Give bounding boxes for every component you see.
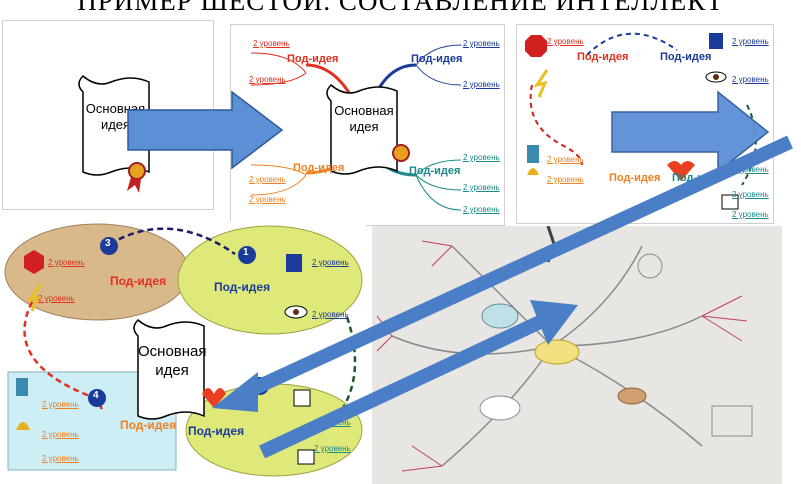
level2-label: 2 уровень: [547, 155, 584, 164]
sub-idea-label: Под-идея: [214, 280, 270, 294]
badge-3: 3: [105, 238, 111, 249]
panel-colored-clusters: 3 1 4 2 2 уровень 2 уровень Под-идея 2 у…: [2, 222, 366, 480]
level2-label: 2 уровень: [314, 444, 351, 453]
main-idea-line2: идея: [101, 117, 130, 132]
main-idea-line2: идея: [349, 119, 378, 134]
central-idea-sketch: [535, 340, 579, 364]
sub-idea-label: Под-идея: [660, 51, 711, 63]
level2-label: 2 уровень: [732, 37, 769, 46]
sub-idea-label: Под-идея: [188, 424, 244, 438]
level2-label: 2 уровень: [463, 80, 500, 89]
badge-4: 4: [93, 390, 99, 401]
floppy-icon: [286, 254, 302, 272]
sub-idea-label: Под-идея: [409, 165, 460, 177]
level2-label: 2 уровень: [42, 454, 79, 463]
book-icon: [16, 378, 28, 396]
level2-label: 2 уровень: [732, 210, 769, 219]
main-idea-line1: Основная: [138, 343, 207, 360]
sub-idea-label: Под-идея: [110, 274, 166, 288]
panel-with-icons: Под-идея Под-идея 2 уровень 2 уровень 2 …: [516, 24, 774, 224]
stop-icon: [525, 35, 547, 57]
level2-label: 2 уровень: [249, 175, 286, 184]
level2-label: 2 уровень: [463, 153, 500, 162]
sub-idea-label: Под-идея: [293, 162, 344, 174]
main-idea-line1: Основная: [86, 101, 145, 116]
level2-label: 2 уровень: [463, 205, 500, 214]
bell-icon: [527, 168, 539, 175]
main-idea-line1: Основная: [334, 103, 393, 118]
level2-label: 2 уровень: [249, 195, 286, 204]
sub-idea-label: Под-идея: [120, 418, 176, 432]
notepad-icon: [298, 450, 314, 464]
level2-label: 2 уровень: [732, 190, 769, 199]
sub-idea-label: Под-идея: [672, 172, 723, 184]
book-icon: [527, 145, 539, 163]
level2-label: 2 уровень: [42, 430, 79, 439]
sketch-drawing: [372, 226, 782, 484]
panel-main-idea: Основная идея: [2, 20, 214, 210]
sub-idea-label: Под-идея: [577, 51, 628, 63]
level2-label: 2 уровень: [463, 39, 500, 48]
lightning-icon: [537, 70, 547, 97]
panel-sub-ideas: 2 уровень 2 уровень Под-идея 2 уровень 2…: [230, 24, 505, 226]
level2-label: 2 уровень: [38, 294, 75, 303]
level2-label: 2 уровень: [249, 75, 286, 84]
level2-label: 2 уровень: [463, 183, 500, 192]
level2-label: 2 уровень: [547, 37, 584, 46]
slide-title: ПРИМЕР ШЕСТОЙ. СОСТАВЛЕНИЕ ИНТЕЛЛЕКТ: [0, 0, 801, 17]
level2-label: 2 уровень: [42, 400, 79, 409]
hand-drawn-mindmap-photo: [372, 226, 782, 484]
level2-label: 2 уровень: [314, 418, 351, 427]
level2-label: 2 уровень: [732, 75, 769, 84]
sub-idea-label: Под-идея: [609, 172, 660, 184]
sub-idea-label: Под-идея: [411, 53, 462, 65]
level2-label: 2 уровень: [732, 165, 769, 174]
level2-label: 2 уровень: [48, 258, 85, 267]
level2-label: 2 уровень: [312, 258, 349, 267]
house-icon: [294, 390, 310, 406]
sub-idea-label: Под-идея: [287, 53, 338, 65]
main-idea-line2: идея: [155, 362, 189, 379]
floppy-icon: [709, 33, 723, 49]
level2-label: 2 уровень: [312, 310, 349, 319]
level2-label: 2 уровень: [547, 175, 584, 184]
badge-2: 2: [256, 378, 262, 389]
badge-1: 1: [243, 247, 249, 258]
level2-label: 2 уровень: [253, 39, 290, 48]
